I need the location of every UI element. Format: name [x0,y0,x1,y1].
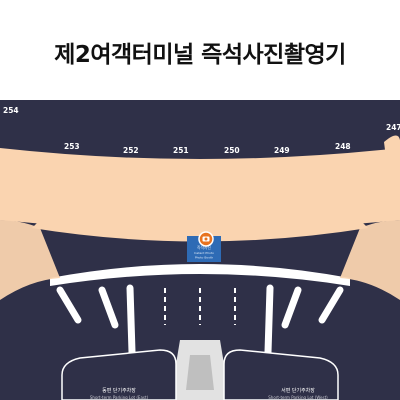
gate-pier-247 [384,135,400,158]
gate-label-254: 254 [3,106,19,115]
parking-east-label-en: Short-term Parking Lot (East) [90,395,149,400]
dashed-lanes [164,288,236,325]
poi-label-en-2: Photo Booth [195,256,213,260]
parking-west-label-ko: 서편 단기주차장 [281,387,315,394]
gate-pier-252 [125,164,134,194]
parking-west-label-en: Short-term Parking Lot (West) [268,395,328,400]
gate-label-252: 252 [123,146,139,155]
terminal-map-svg: 254 253 252 251 250 249 248 247 즉석사진 Ins… [0,100,400,400]
gate-label-253: 253 [64,142,80,151]
terminal-wing-right [340,220,400,300]
gate-pier-253 [65,160,74,190]
road-line [126,284,136,356]
gate-label-251: 251 [173,146,189,155]
gate-label-247: 247 [386,123,400,132]
gate-label-248: 248 [335,142,351,151]
concourse [0,148,400,230]
terminal-map[interactable]: 254 253 252 251 250 249 248 247 즉석사진 Ins… [0,100,400,400]
road-line [281,286,302,329]
parking-lot-east [61,349,177,400]
road-line [318,286,344,324]
road-line [264,284,274,356]
road-line [98,286,119,329]
gate-pier-249 [276,164,285,194]
gate-pier-250 [226,164,235,194]
gate-label-249: 249 [274,146,290,155]
parking-lot-west [223,349,339,400]
gate-piers [65,135,400,194]
road-lines [56,284,344,356]
road-line [56,286,82,324]
gate-pier-248 [336,160,345,190]
header: 제2여객터미널 즉석사진촬영기 [0,0,400,100]
terminal-building [32,220,368,242]
gate-pier-251 [175,164,184,194]
transportation-center-roof [186,355,214,390]
page-title: 제2여객터미널 즉석사진촬영기 [54,42,346,68]
gate-label-250: 250 [224,146,240,155]
parking-east-label-ko: 동편 단기주차장 [102,387,136,394]
terminal-wing-left [0,220,60,300]
poi-instant-photo[interactable]: 즉석사진 Instant Photo Photo Booth [187,231,221,262]
poi-label-en: Instant Photo [194,251,214,255]
terminal-core [50,264,350,286]
camera-marker-icon[interactable] [198,231,214,247]
poi-label-ko: 즉석사진 [197,245,211,250]
